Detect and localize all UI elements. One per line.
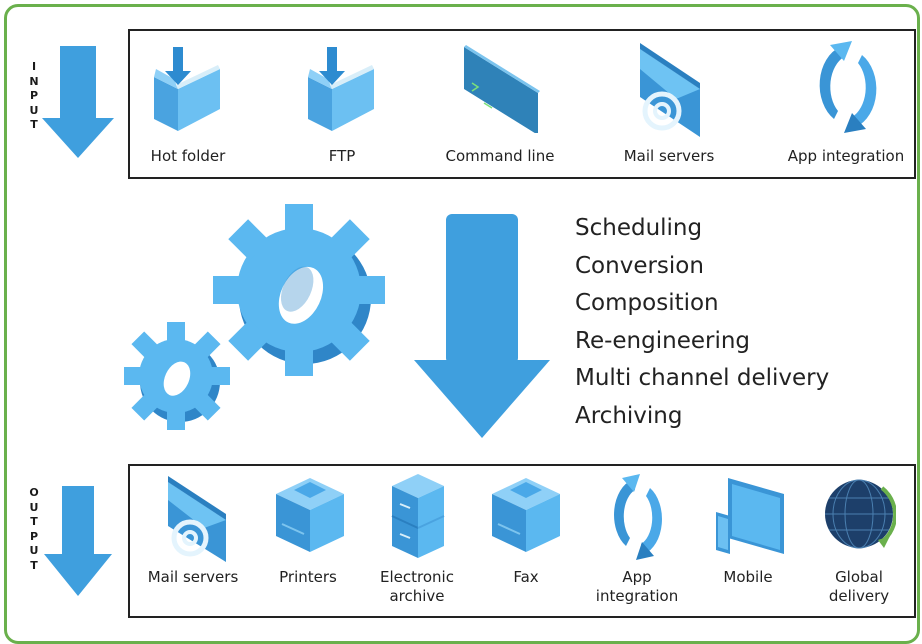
archive-box-icon <box>391 474 445 558</box>
process-list: Scheduling Conversion Composition Re-eng… <box>575 210 829 436</box>
output-label-fax: Fax <box>513 568 539 586</box>
folder-download-icon <box>308 47 374 131</box>
input-down-arrow-icon <box>42 46 114 158</box>
output-label-mail-servers: Mail servers <box>147 568 239 586</box>
terminal-icon <box>464 45 540 133</box>
input-label-command-line: Command line <box>445 147 555 165</box>
process-item-re-engineering: Re-engineering <box>575 327 751 354</box>
input-item-ftp: FTP <box>282 31 402 177</box>
sync-arrows-icon <box>819 41 877 133</box>
input-label-mail-servers: Mail servers <box>623 147 715 165</box>
input-box: Hot folder FTP Command line <box>128 29 916 179</box>
process-item-composition: Composition <box>575 290 719 317</box>
globe-icon <box>825 479 896 549</box>
output-item-printers: Printers <box>260 466 356 616</box>
output-down-arrow-icon <box>44 486 112 596</box>
printer-icon <box>276 478 344 552</box>
process-item-scheduling: Scheduling <box>575 215 703 241</box>
output-item-mobile: Mobile <box>700 466 796 616</box>
process-item-archiving: Archiving <box>575 402 683 429</box>
output-label-printers: Printers <box>279 568 337 586</box>
gears-icon <box>124 204 385 430</box>
mail-server-icon <box>168 476 226 562</box>
output-item-mail-servers: Mail servers <box>134 466 252 616</box>
input-item-hot-folder: Hot folder <box>132 31 244 177</box>
output-item-fax: Fax <box>478 466 574 616</box>
process-item-conversion: Conversion <box>575 252 704 279</box>
input-label-app-integration: App integration <box>787 147 905 165</box>
mobile-devices-icon <box>716 478 784 554</box>
fax-icon <box>492 478 560 552</box>
input-label-ftp: FTP <box>328 147 356 165</box>
input-item-command-line: Command line <box>430 31 570 177</box>
mail-server-icon <box>640 43 700 137</box>
input-label-hot-folder: Hot folder <box>150 147 226 165</box>
folder-download-icon <box>154 47 220 131</box>
sync-arrows-icon <box>614 474 662 560</box>
output-label-mobile: Mobile <box>723 568 773 586</box>
process-item-multi-channel-delivery: Multi channel delivery <box>575 365 830 392</box>
process-down-arrow-icon <box>414 214 550 438</box>
input-item-mail-servers: Mail servers <box>604 31 734 177</box>
input-item-app-integration: App integration <box>776 31 916 177</box>
